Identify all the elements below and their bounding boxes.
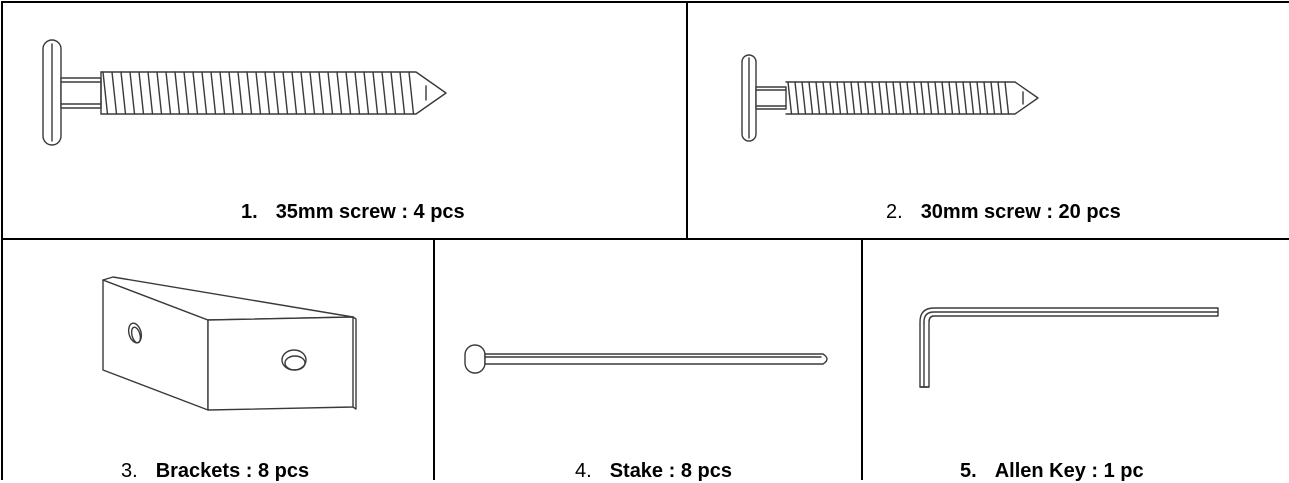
part-caption-1: 1. 35mm screw : 4 pcs [241, 201, 465, 224]
screw-30mm-icon [741, 54, 1039, 142]
part-caption-5: 5. Allen Key : 1 pc [960, 460, 1144, 483]
screw-35mm-icon [42, 39, 447, 146]
bracket-icon [102, 276, 357, 411]
column-divider-bottom-2 [861, 238, 863, 480]
part-label: Allen Key : 1 pc [994, 460, 1144, 482]
part-caption-4: 4. Stake : 8 pcs [575, 460, 732, 483]
table-border-top [1, 1, 1289, 3]
allen-key-icon [919, 307, 1219, 388]
part-cell-brackets: 3. Brackets : 8 pcs [3, 240, 433, 483]
column-divider-top [686, 1, 688, 239]
part-number: 3. [121, 460, 138, 482]
part-number: 1. [241, 201, 258, 223]
part-caption-3: 3. Brackets : 8 pcs [121, 460, 309, 483]
part-cell-stake: 4. Stake : 8 pcs [435, 240, 861, 483]
part-number: 2. [886, 201, 903, 223]
part-cell-30mm-screw: 2. 30mm screw : 20 pcs [688, 3, 1289, 238]
part-number: 5. [960, 460, 977, 482]
column-divider-bottom-1 [433, 238, 435, 480]
row-divider [1, 238, 1289, 240]
part-caption-2: 2. 30mm screw : 20 pcs [886, 201, 1121, 224]
part-cell-allen-key: 5. Allen Key : 1 pc [863, 240, 1289, 483]
part-label: 30mm screw : 20 pcs [920, 201, 1121, 223]
part-label: Brackets : 8 pcs [155, 460, 310, 482]
part-cell-35mm-screw: 1. 35mm screw : 4 pcs [3, 3, 686, 238]
part-label: 35mm screw : 4 pcs [275, 201, 465, 223]
part-number: 4. [575, 460, 592, 482]
part-label: Stake : 8 pcs [609, 460, 732, 482]
stake-icon [464, 344, 828, 374]
table-border-left [1, 1, 3, 480]
